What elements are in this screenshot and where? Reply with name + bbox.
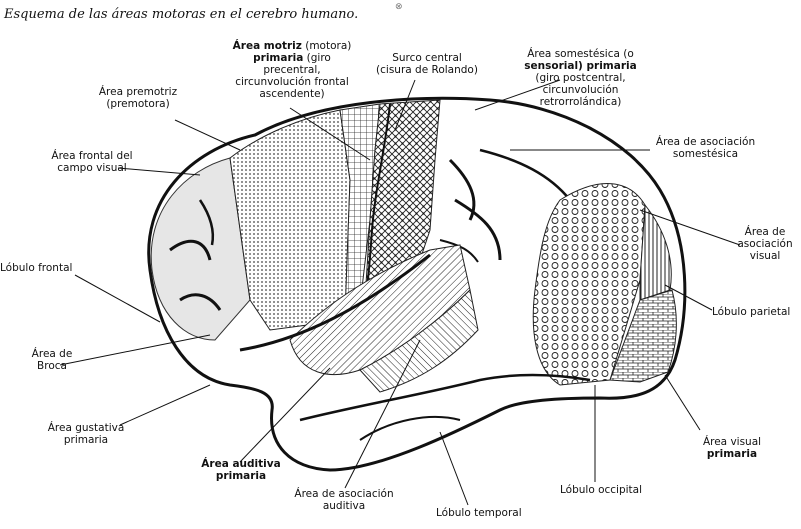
label-primary-motor: Área motriz (motora) primaria (giro prec… (232, 40, 352, 100)
label-frontal-eye-field: Área frontal del campo visual (42, 150, 142, 174)
label-primary-auditory: Área auditiva primaria (196, 458, 286, 482)
figure-title: Esquema de las áreas motoras en el cereb… (4, 7, 358, 22)
label-broca-area: Área de Broca (22, 348, 82, 372)
label-primary-somatosensory: Área somestésica (o sensorial) primaria … (518, 48, 643, 108)
label-premotor: Área premotriz (premotora) (88, 86, 188, 110)
page-mark: ⊗ (395, 2, 403, 12)
label-frontal-lobe: Lóbulo frontal (0, 262, 72, 274)
label-primary-gustatory: Área gustativa primaria (36, 422, 136, 446)
label-occipital-lobe: Lóbulo occipital (560, 484, 642, 496)
label-parietal-lobe: Lóbulo parietal (712, 306, 790, 318)
label-visual-association: Área de asociación visual (732, 226, 798, 262)
label-primary-visual: Área visual primaria (692, 436, 772, 460)
label-central-sulcus: Surco central (cisura de Rolando) (372, 52, 482, 76)
label-somatosensory-association: Área de asociación somestésica (648, 136, 763, 160)
label-auditory-association: Área de asociación auditiva (284, 488, 404, 512)
label-temporal-lobe: Lóbulo temporal (436, 507, 522, 519)
